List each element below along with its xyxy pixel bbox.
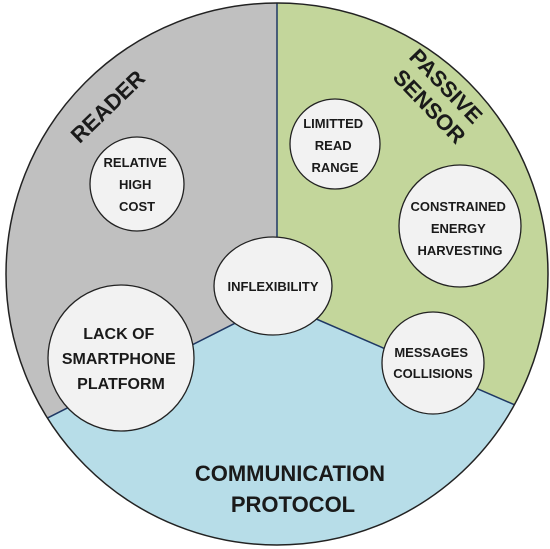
bubble-relative-high-cost: RELATIVE HIGH COST [89, 136, 185, 232]
bubble-limitted-read-range: LIMITTED READ RANGE [289, 98, 381, 190]
bubble-relative-high-cost-line-3: COST [119, 199, 155, 214]
bubble-constrained-energy-harvesting-line-2: ENERGY [431, 221, 486, 236]
svg-text:INFLEXIBILITY: INFLEXIBILITY [228, 279, 319, 294]
communication-protocol-label: COMMUNICATION PROTOCOL [195, 461, 391, 517]
svg-text:RELATIVE HIGH COST: RELATIVE HIGH COST [104, 155, 171, 214]
bubble-lack-of-smartphone-platform-line-1: LACK OF [83, 326, 154, 343]
bubble-messages-collisions-line-2: COLLISIONS [393, 366, 473, 381]
bubble-inflexibility-line-1: INFLEXIBILITY [228, 279, 319, 294]
bubble-limitted-read-range-line-3: RANGE [312, 160, 359, 175]
bubble-limitted-read-range-line-2: READ [315, 138, 352, 153]
communication-protocol-label-line-1: COMMUNICATION [195, 461, 385, 486]
svg-text:LACK OF SMARTPHONE: LACK OF SMARTPHONE PLATFORM [62, 326, 180, 393]
svg-text:LIMITTED READ RANG: LIMITTED READ RANGE [303, 116, 367, 175]
bubble-relative-high-cost-line-1: RELATIVE [104, 155, 168, 170]
outer-circle [5, 2, 549, 546]
bubble-lack-of-smartphone-platform-line-2: SMARTPHONE [62, 351, 176, 368]
bubble-limitted-read-range-line-1: LIMITTED [303, 116, 363, 131]
bubble-messages-collisions-line-1: MESSAGES [394, 345, 468, 360]
bubble-lack-of-smartphone-platform-line-3: PLATFORM [77, 376, 165, 393]
bubble-constrained-energy-harvesting: CONSTRAINED ENERGY HARVESTING [398, 164, 522, 288]
communication-protocol-label-line-2: PROTOCOL [231, 492, 355, 517]
svg-text:MESSAGES COLLISIONS: MESSAGES COLLISIONS [393, 345, 473, 381]
bubble-lack-of-smartphone-platform: LACK OF SMARTPHONE PLATFORM [47, 284, 195, 432]
bubble-messages-collisions: MESSAGES COLLISIONS [381, 311, 485, 415]
bubble-constrained-energy-harvesting-line-1: CONSTRAINED [411, 199, 506, 214]
bubble-constrained-energy-harvesting-line-3: HARVESTING [418, 243, 503, 258]
bubble-inflexibility: INFLEXIBILITY [213, 236, 333, 336]
bubble-relative-high-cost-line-2: HIGH [119, 177, 152, 192]
svg-text:CONSTRAINED ENERGY: CONSTRAINED ENERGY HARVESTING [411, 199, 510, 258]
